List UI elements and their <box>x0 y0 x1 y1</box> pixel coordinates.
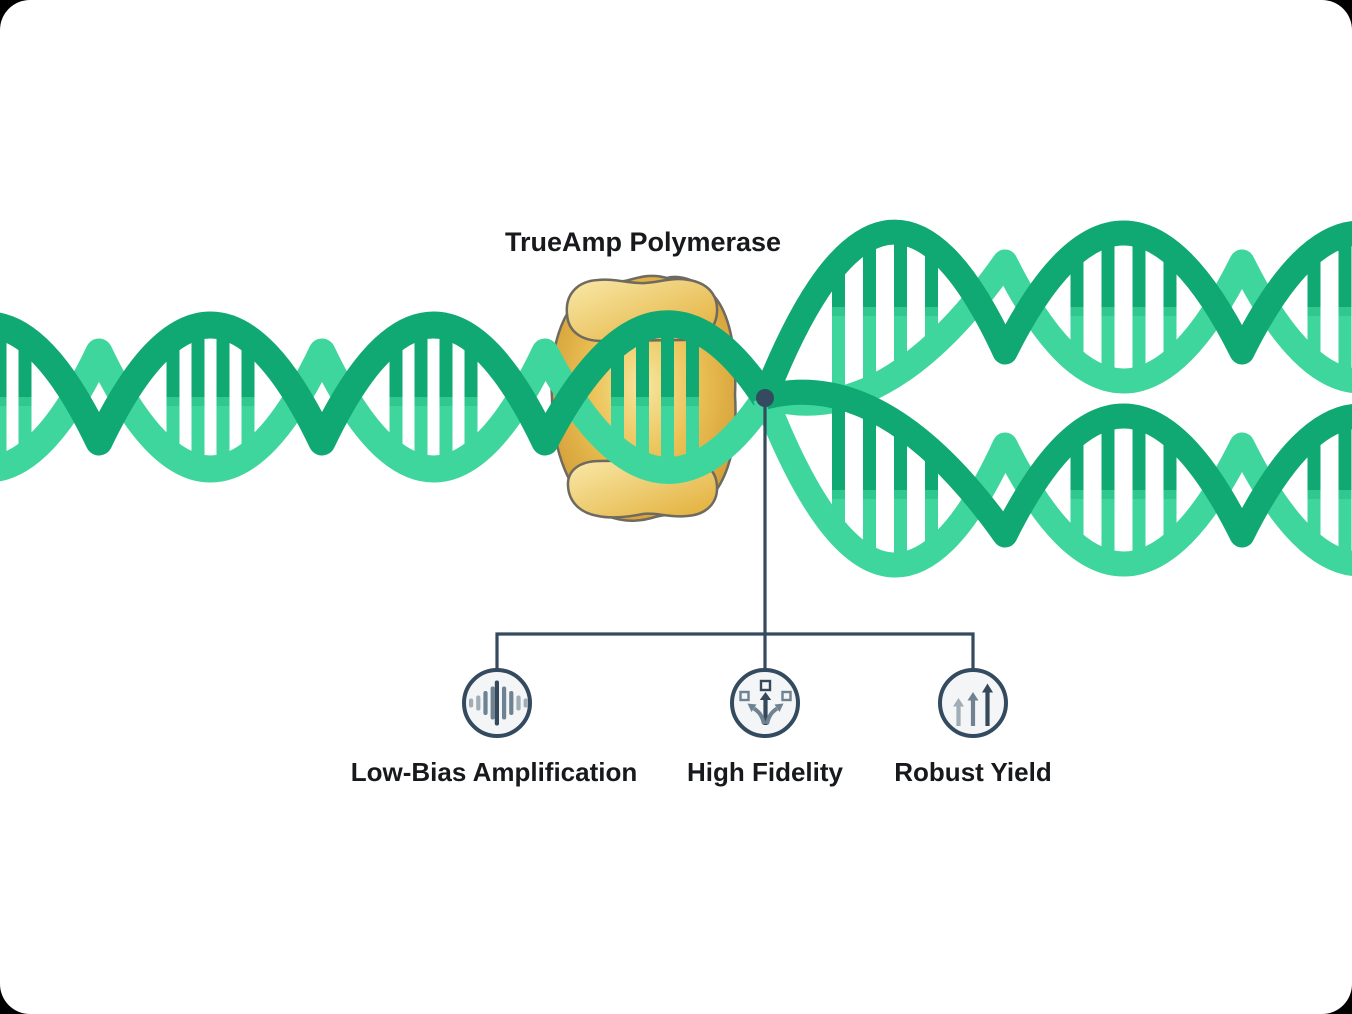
yield-arrows <box>953 683 993 726</box>
feature-label-low-bias: Low-Bias Amplification <box>350 757 638 787</box>
equalizer-waveform-icon <box>469 680 528 726</box>
diagram-title: TrueAmp Polymerase <box>504 227 782 257</box>
feature-label-robust-yield: Robust Yield <box>894 757 1052 787</box>
equalizer-bars <box>469 680 528 726</box>
branch-arrows <box>747 692 784 725</box>
branch-target-squares <box>739 679 792 702</box>
callout-connector <box>495 398 975 670</box>
branching-arrows-icon <box>739 679 792 725</box>
feature-label-high-fidelity: High Fidelity <box>687 757 843 787</box>
junction-dot <box>756 389 774 407</box>
feature-circle-robust-yield <box>938 668 1008 738</box>
dna-helix-template <box>0 310 777 484</box>
dna-helix-product-top <box>753 219 1352 416</box>
connector-lines <box>495 398 975 670</box>
dna-helix-product-bottom <box>753 379 1352 578</box>
rising-arrows-icon <box>953 683 993 726</box>
feature-circle-high-fidelity <box>730 668 800 738</box>
feature-circle-low-bias <box>462 668 532 738</box>
